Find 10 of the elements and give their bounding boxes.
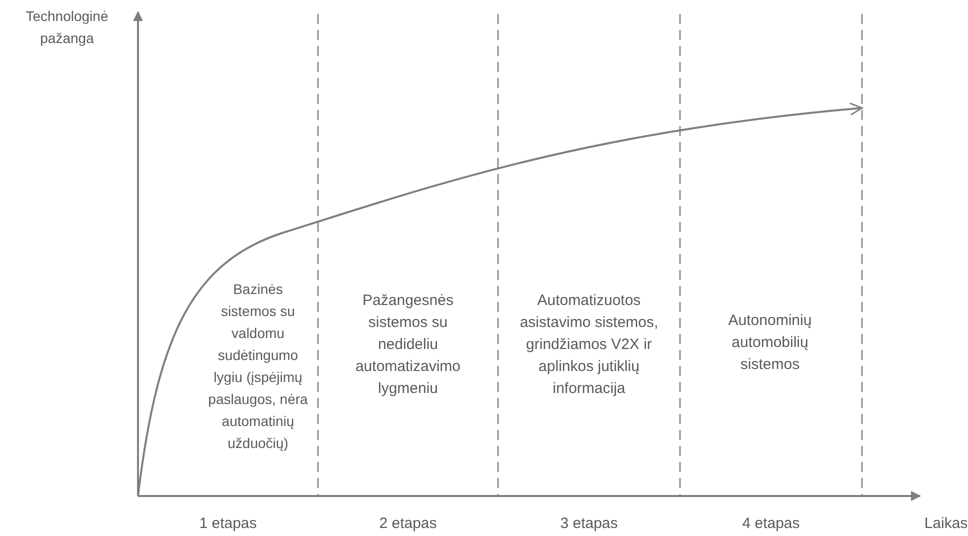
stage-description: Autonominių automobilių sistemos [727, 311, 813, 375]
stage-label: 4 etapas [741, 514, 801, 534]
axis-label: Technologinė pažanga [24, 7, 110, 48]
stage-description: Bazinės sistemos su valdomu sudėtingumo lygiu (įspėjimų paslaugos, nėra automatinių užduočių) [207, 280, 309, 453]
stage-label: 1 etapas [198, 514, 258, 534]
stage-description: Pažangesnės sistemos su nedideliu automatizavimo lygmeniu [354, 291, 462, 399]
stage-label: 3 etapas [559, 514, 619, 534]
stage-description: Automatizuotos asistavimo sistemos, grindžiamos V2X ir aplinkos jutiklių informacija [518, 291, 660, 399]
stage-label: 2 etapas [378, 514, 438, 534]
axis-label: Laikas [924, 514, 968, 534]
